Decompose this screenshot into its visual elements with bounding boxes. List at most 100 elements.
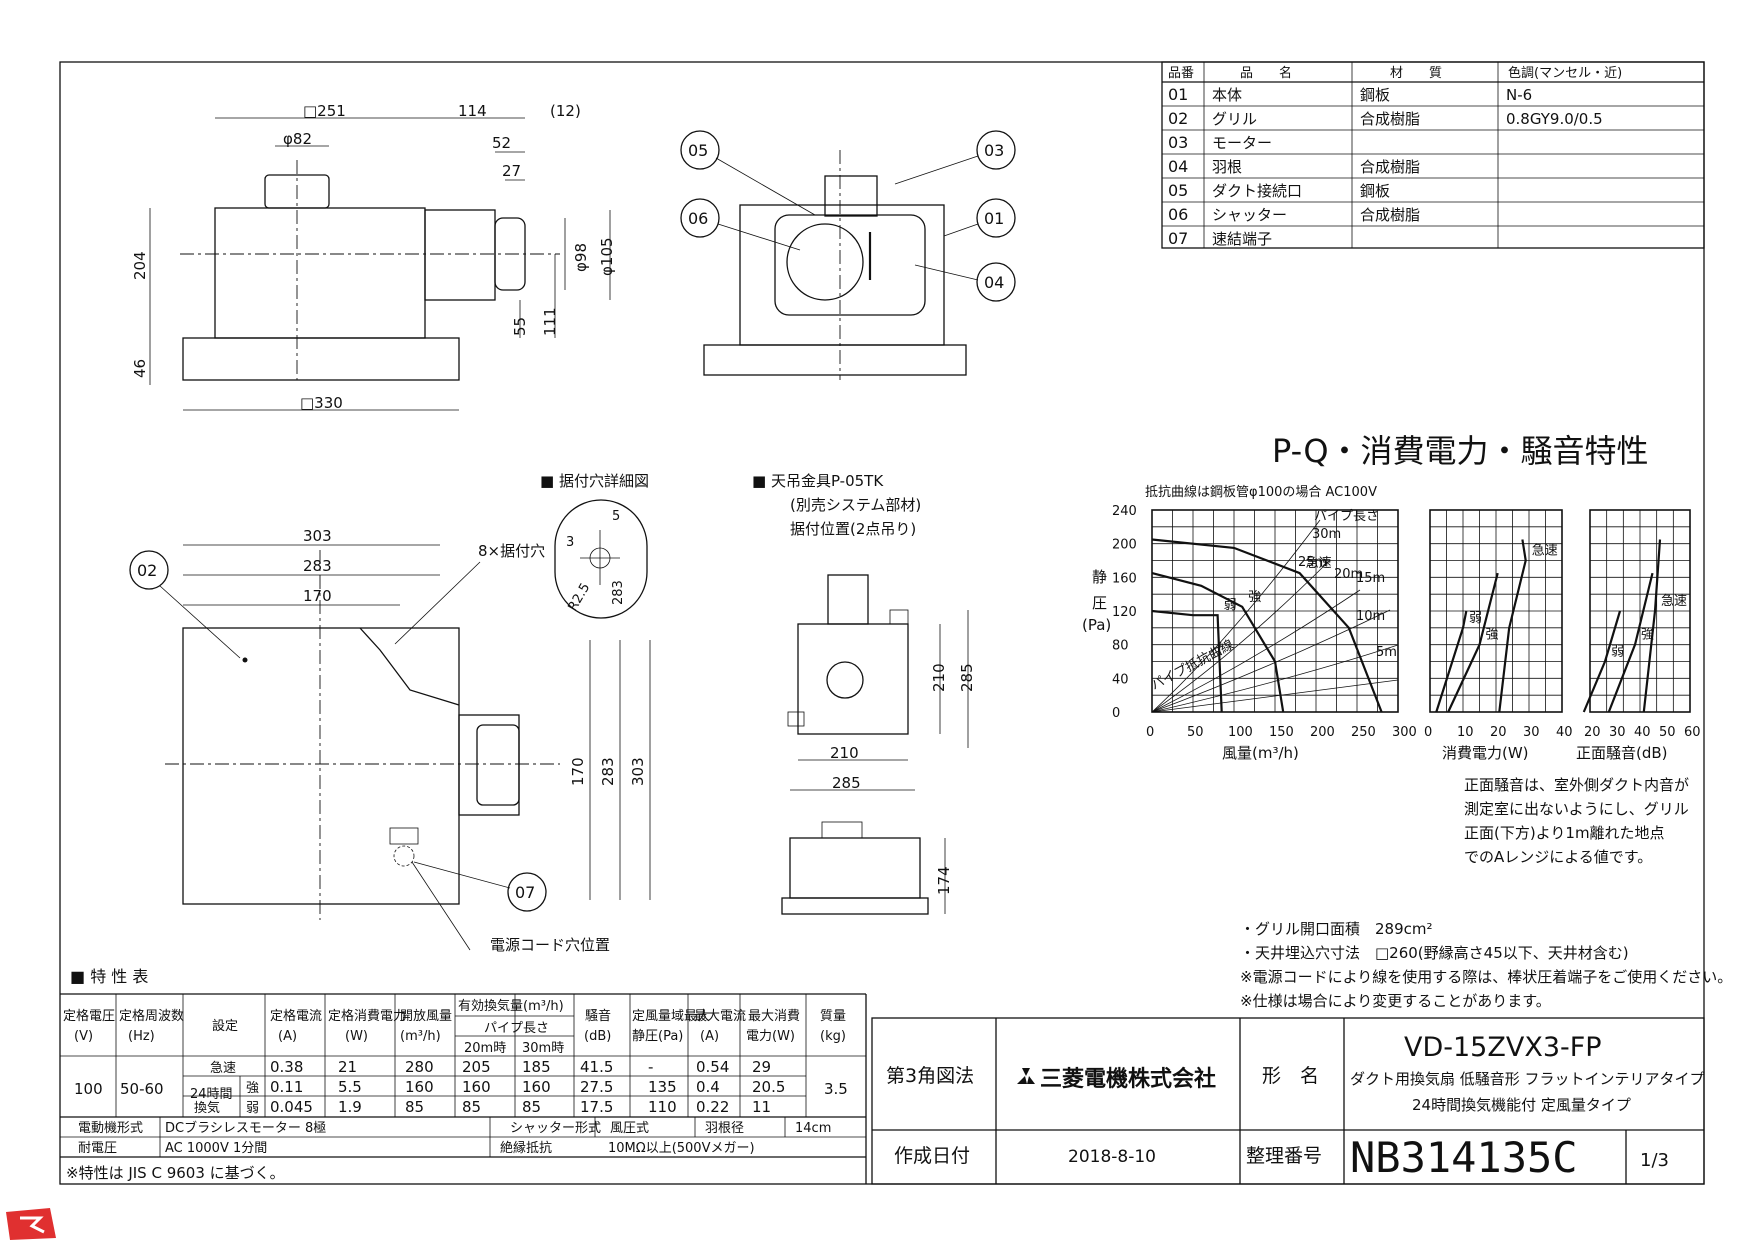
x-tick: 300 (1392, 725, 1417, 740)
spec-header: (m³/h) (400, 1029, 441, 1044)
spec-cell: 0.4 (696, 1078, 720, 1096)
pipe-length-label: パイプ長さ (1314, 509, 1379, 524)
spec-cell: 205 (462, 1058, 491, 1076)
x-label: 正面騒音(dB) (1576, 744, 1668, 762)
spec-cell: 0.22 (696, 1098, 729, 1116)
corner-logo-icon (6, 1208, 56, 1240)
pipe-tick: 20m (1334, 567, 1363, 582)
series-label: 急速 (1532, 544, 1558, 559)
page-number: 1/3 (1640, 1150, 1669, 1171)
parts-cell: 羽根 (1212, 158, 1242, 176)
spec-note: ※電源コードにより線を使用する際は、棒状圧着端子をご使用ください。 (1240, 968, 1732, 986)
dim-label: φ98 (572, 243, 590, 272)
spec-note: ・天井埋込穴寸法 □260(野縁高さ45以下、天井材含む) (1240, 944, 1629, 962)
dim-label: φ105 (598, 237, 616, 276)
series-label: 弱 (1224, 598, 1237, 613)
callout-06: 06 (688, 209, 708, 228)
pipe-tick: 30m (1312, 527, 1341, 542)
parts-cell: 速結端子 (1212, 230, 1272, 248)
note-line: 正面(下方)より1m離れた地点 (1464, 824, 1665, 842)
y-tick: 200 (1112, 538, 1137, 553)
callout-01: 01 (984, 209, 1004, 228)
dim-label: □251 (303, 102, 346, 120)
parts-header: 品 名 (1240, 65, 1292, 81)
spec-header: (A) (700, 1029, 719, 1044)
dim-label: 303 (629, 757, 647, 786)
pipe-curve (1151, 679, 1399, 713)
callout-03: 03 (984, 141, 1004, 160)
spec-header: (dB) (584, 1029, 611, 1044)
x-tick: 40 (1634, 725, 1651, 740)
x-tick: 50 (1187, 725, 1204, 740)
note-line: 正面騒音は、室外側ダクト内音が (1464, 776, 1689, 794)
spec-cell: 弱 (246, 1101, 259, 1116)
spec-cell: 0.045 (270, 1098, 313, 1116)
pipe-curve (1151, 559, 1331, 713)
parts-cell: 02 (1168, 109, 1188, 128)
x-tick: 200 (1310, 725, 1335, 740)
spec-header: 定格電圧 (63, 1008, 115, 1024)
spec-cell: 185 (522, 1058, 551, 1076)
x-label: 消費電力(W) (1442, 744, 1529, 762)
parts-cell: 05 (1168, 181, 1188, 200)
y-label-char: 静 (1092, 568, 1107, 586)
spec-header: 定風量域最大 (632, 1009, 710, 1024)
x-tick: 250 (1351, 725, 1376, 740)
series-line (1447, 572, 1499, 713)
parts-cell: 本体 (1212, 86, 1242, 104)
dim-label: □330 (300, 394, 343, 412)
insulation-label: 絶縁抵抗 (500, 1140, 552, 1156)
y-tick: 160 (1112, 571, 1137, 586)
parts-cell: N-6 (1506, 86, 1532, 104)
spec-header: 設定 (212, 1018, 238, 1034)
spec-cell: 85 (522, 1098, 541, 1116)
chart-note: 正面騒音は、室外側ダクト内音が 測定室に出ないようにし、グリル 正面(下方)より… (1464, 776, 1689, 866)
series-line (1498, 539, 1527, 713)
spec-cell: 29 (752, 1058, 771, 1076)
spec-cell: 21 (338, 1058, 357, 1076)
creation-date: 2018-8-10 (1068, 1147, 1156, 1167)
series-line (1435, 610, 1468, 713)
parts-table: 品番 品 名 材 質 色調(マンセル・近) (1161, 61, 1705, 249)
parts-cell: グリル (1212, 110, 1257, 128)
bottom-view: 303 283 170 170 283 303 02 07 電源コード穴位置 (129, 527, 651, 954)
series-line (1151, 538, 1383, 713)
y-label-char: 圧 (1092, 594, 1107, 612)
spec-cell: 160 (522, 1078, 551, 1096)
parts-cell: 04 (1168, 157, 1188, 176)
hanger-title: ■ 天吊金具P-05TK (752, 472, 884, 490)
x-tick: 20 (1490, 725, 1507, 740)
dim-label: 283 (303, 557, 332, 575)
shutter-value: 風圧式 (610, 1121, 649, 1136)
y-tick: 80 (1112, 639, 1129, 654)
x-tick: 30 (1523, 725, 1540, 740)
spec-header: (kg) (820, 1029, 846, 1044)
spec-cell: 135 (648, 1078, 677, 1096)
spec-header: (V) (74, 1029, 93, 1044)
y-unit: (Pa) (1082, 616, 1111, 634)
spec-header: 質量 (820, 1009, 846, 1024)
spec-header: 30m時 (522, 1041, 564, 1056)
withstand-label: 耐電圧 (78, 1141, 117, 1156)
pipe-curve (1151, 519, 1321, 713)
spec-cell: 3.5 (824, 1080, 848, 1098)
spec-cell: - (648, 1058, 653, 1076)
spec-header: 静圧(Pa) (632, 1029, 683, 1044)
doc-number: NB314135C (1350, 1133, 1578, 1182)
spec-cell: 110 (648, 1098, 677, 1116)
spec-cell: 85 (462, 1098, 481, 1116)
parts-cell: ダクト接続口 (1212, 182, 1302, 200)
spec-header: 定格消費電力 (328, 1008, 406, 1024)
hanger-note: 据付位置(2点吊り) (790, 520, 916, 538)
spec-note: ※仕様は場合により変更することがあります。 (1240, 992, 1551, 1010)
parts-cell: モーター (1212, 134, 1272, 152)
series-line (1642, 539, 1662, 713)
x-tick: 20 (1584, 725, 1601, 740)
series-line (1151, 609, 1223, 713)
x-tick: 150 (1269, 725, 1294, 740)
model-desc: ダクト用換気扇 低騒音形 フラットインテリアタイプ (1350, 1070, 1705, 1088)
parts-cell: 鋼板 (1360, 86, 1390, 104)
pipe-curve (1151, 589, 1361, 713)
x-tick: 60 (1684, 725, 1701, 740)
spec-cell: 5.5 (338, 1078, 362, 1096)
